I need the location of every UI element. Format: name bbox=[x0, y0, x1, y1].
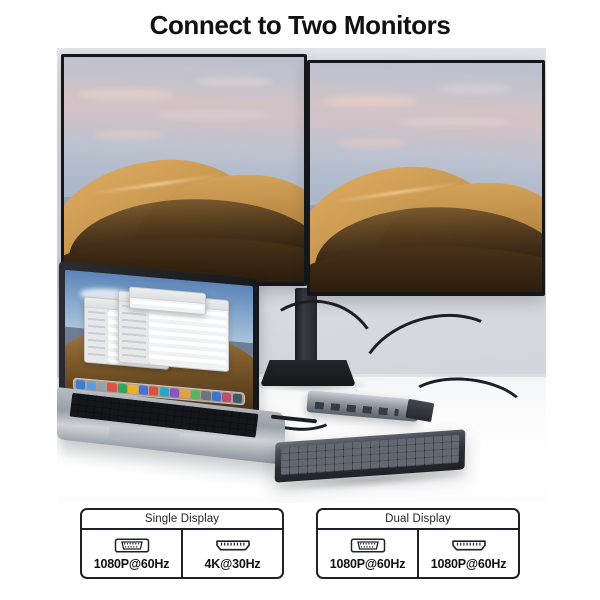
spec-header: Dual Display bbox=[318, 510, 518, 530]
window-sidebar bbox=[118, 301, 151, 364]
dock-app-icon[interactable] bbox=[117, 383, 128, 393]
dock-app-icon[interactable] bbox=[201, 390, 211, 401]
keyboard-keys[interactable] bbox=[280, 434, 460, 476]
spec-value: 1080P@60Hz bbox=[329, 557, 406, 571]
dock-app-icon[interactable] bbox=[222, 392, 232, 402]
dock-app-icon[interactable] bbox=[190, 390, 201, 400]
hdmi-port-icon bbox=[183, 536, 282, 554]
spec-boxes: Single Display bbox=[0, 508, 600, 579]
cloud-shape bbox=[78, 88, 175, 100]
hub-ports bbox=[314, 401, 399, 417]
monitor-right-screen bbox=[310, 63, 542, 292]
spec-value: 1080P@60Hz bbox=[93, 557, 170, 571]
cloud-shape bbox=[323, 95, 417, 107]
hdmi-port-icon bbox=[419, 536, 518, 554]
spec-cell-hdmi: 4K@30Hz bbox=[181, 530, 282, 577]
dock-app-icon[interactable] bbox=[96, 381, 107, 392]
dock-app-icon[interactable] bbox=[107, 382, 117, 392]
window-sidebar bbox=[84, 307, 109, 364]
page-title: Connect to Two Monitors bbox=[149, 10, 451, 40]
laptop-screen bbox=[65, 269, 253, 411]
dock-app-icon[interactable] bbox=[180, 389, 190, 399]
dock-app-icon[interactable] bbox=[170, 388, 180, 398]
spec-cell-vga: 1080P@60Hz bbox=[318, 530, 417, 577]
hub-connector-plug bbox=[405, 398, 435, 423]
dock-app-icon[interactable] bbox=[149, 386, 159, 396]
product-photo bbox=[57, 48, 546, 503]
dock-app-icon[interactable] bbox=[128, 384, 138, 394]
spec-cells: 1080P@60Hz bbox=[318, 530, 518, 577]
spec-box-dual-display: Dual Display bbox=[316, 508, 520, 579]
monitor-stand-neck bbox=[295, 288, 317, 368]
dock-app-icon[interactable] bbox=[76, 380, 86, 390]
monitor-left-screen bbox=[64, 57, 304, 282]
dock-app-icon[interactable] bbox=[211, 391, 222, 402]
sidebar-rows bbox=[121, 304, 147, 361]
vga-port-icon bbox=[82, 536, 181, 554]
dock-app-icon[interactable] bbox=[86, 380, 96, 391]
spec-value: 1080P@60Hz bbox=[430, 557, 507, 571]
dock-app-icon[interactable] bbox=[138, 385, 148, 395]
external-monitor-left bbox=[61, 54, 307, 286]
sidebar-rows bbox=[87, 310, 105, 361]
external-monitor-right bbox=[307, 60, 545, 296]
cloud-shape bbox=[155, 111, 271, 120]
spec-cell-hdmi: 1080P@60Hz bbox=[417, 530, 518, 577]
spec-value: 4K@30Hz bbox=[204, 557, 261, 571]
dock-app-icon[interactable] bbox=[159, 387, 169, 397]
monitor-stand-base bbox=[260, 360, 356, 386]
spec-header: Single Display bbox=[82, 510, 282, 530]
cloud-shape bbox=[92, 131, 165, 140]
wallpaper-dune-foreground bbox=[310, 246, 542, 292]
window-file-rows bbox=[149, 306, 226, 369]
vga-port-icon bbox=[318, 536, 417, 554]
spec-cell-vga: 1080P@60Hz bbox=[82, 530, 181, 577]
cloud-shape bbox=[437, 83, 512, 93]
spec-cells: 1080P@60Hz bbox=[82, 530, 282, 577]
cloud-shape bbox=[337, 138, 408, 147]
cloud-shape bbox=[398, 117, 510, 128]
dock-trash-icon[interactable] bbox=[232, 393, 242, 403]
spec-box-single-display: Single Display bbox=[80, 508, 284, 579]
cloud-shape bbox=[196, 77, 273, 87]
